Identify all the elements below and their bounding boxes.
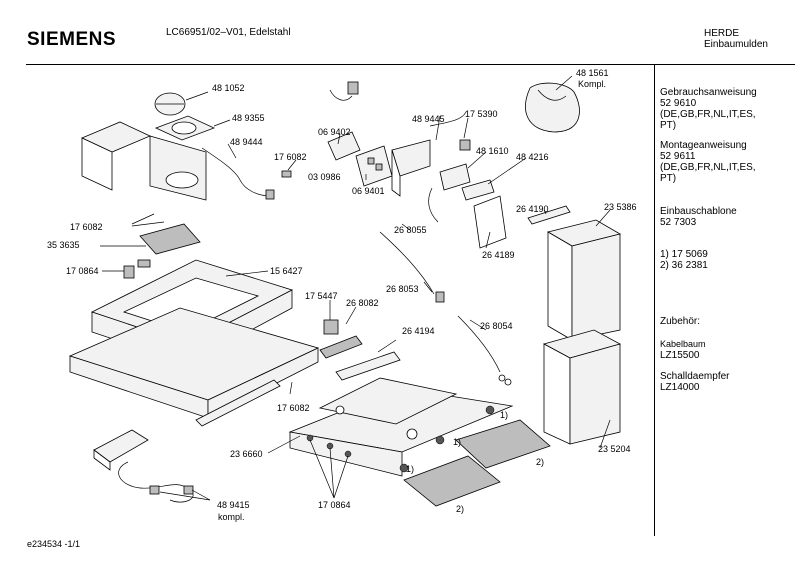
kabelbaum-number: LZ15500 [660, 350, 700, 361]
category-line-2: Einbaumulden [704, 39, 768, 50]
part-label-030986: 03 0986 [308, 172, 341, 182]
note-marker-1a: 1) [500, 410, 509, 420]
gebrauchsanweisung-languages-cont: PT) [660, 120, 677, 131]
part-label-353635: 35 3635 [47, 240, 80, 250]
part-label-156427: 15 6427 [270, 266, 303, 276]
einbauschablone-title: Einbauschablone [660, 206, 737, 217]
part-label-264189: 26 4189 [482, 250, 515, 260]
part-label-268054: 26 8054 [480, 321, 513, 331]
part-label-236660: 23 6660 [230, 449, 263, 459]
part-label-484216: 48 4216 [516, 152, 549, 162]
brand-logo: SIEMENS [27, 29, 117, 50]
part-label-481561: 48 1561 [576, 68, 609, 78]
part-label-489445: 48 9445 [412, 114, 445, 124]
kabelbaum-title: Kabelbaum [660, 339, 706, 349]
note-marker-1c: 1) [406, 464, 415, 474]
part-fan-housing-489355 [154, 115, 216, 141]
part-label-176082-mid: 17 6082 [277, 403, 310, 413]
zubehoer-heading: Zubehör: [660, 316, 701, 327]
part-label-069402: 06 9402 [318, 127, 351, 137]
schalldaempfer-number: LZ14000 [660, 382, 700, 393]
sidebar-divider [654, 64, 655, 536]
part-label-481561-kompl: Kompl. [578, 79, 607, 89]
part-label-268082: 26 8082 [346, 298, 379, 308]
gebrauchsanweisung-number: 52 9610 [660, 98, 697, 109]
part-label-170864-bottom: 17 0864 [318, 500, 351, 510]
part-disc-481052 [154, 92, 186, 116]
note-marker-1b: 1) [453, 437, 462, 447]
note-marker-2b: 2) [456, 504, 465, 514]
part-label-069401: 06 9401 [352, 186, 385, 196]
model-title: LC66951/02–V01, Edelstahl [166, 27, 291, 38]
part-label-489444: 48 9444 [230, 137, 263, 147]
header-rule [26, 64, 795, 65]
part-label-176082-left: 17 6082 [70, 222, 103, 232]
part-label-489415: 48 9415 [217, 500, 250, 510]
part-label-235386: 23 5386 [604, 202, 637, 212]
part-label-175390: 17 5390 [465, 109, 498, 119]
footnote-2: 2) 36 2381 [660, 260, 708, 271]
gebrauchsanweisung-title: Gebrauchsanweisung [660, 87, 757, 98]
part-label-489355: 48 9355 [232, 113, 265, 123]
category-line-1: HERDE [704, 28, 740, 39]
document-id: e234534 -1/1 [27, 539, 81, 549]
montageanweisung-title: Montageanweisung [660, 140, 747, 151]
part-label-264190: 26 4190 [516, 204, 549, 214]
montageanweisung-languages: (DE,GB,FR,NL,IT,ES, [660, 162, 756, 173]
footnote-1: 1) 17 5069 [660, 249, 708, 260]
part-label-170864-left: 17 0864 [66, 266, 99, 276]
part-label-264194: 26 4194 [402, 326, 435, 336]
part-label-175447: 17 5447 [305, 291, 338, 301]
note-marker-2a: 2) [536, 457, 545, 467]
gebrauchsanweisung-languages: (DE,GB,FR,NL,IT,ES, [660, 109, 756, 120]
part-label-268055: 26 8055 [394, 225, 427, 235]
part-air-box [81, 121, 207, 201]
schalldaempfer-title: Schalldaempfer [660, 371, 730, 382]
part-label-481052: 48 1052 [212, 83, 245, 93]
einbauschablone-number: 52 7303 [660, 217, 697, 228]
part-label-268053: 26 8053 [386, 284, 419, 294]
part-label-481610: 48 1610 [476, 146, 509, 156]
montageanweisung-languages-cont: PT) [660, 173, 677, 184]
part-label-235204: 23 5204 [598, 444, 631, 454]
part-label-489415-kompl: kompl. [218, 512, 245, 522]
montageanweisung-number: 52 9611 [660, 151, 696, 162]
part-label-176082-top: 17 6082 [274, 152, 307, 162]
